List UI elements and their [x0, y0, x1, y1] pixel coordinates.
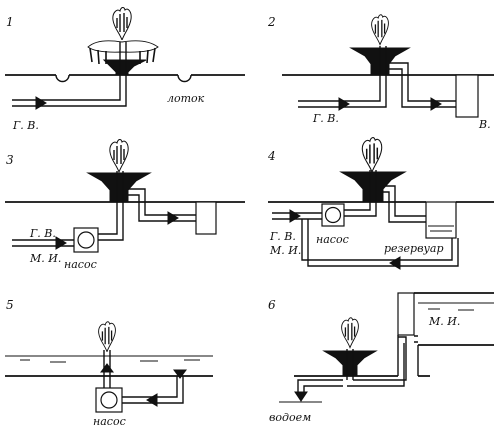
trough-right [177, 74, 192, 83]
flow-arrow-icon [294, 391, 308, 402]
fountain-bowl [339, 171, 407, 203]
return-pipe [301, 219, 459, 267]
panel-3-number: 3 [6, 153, 14, 167]
intake-pipe [122, 376, 184, 404]
water-jet-icon [370, 14, 390, 46]
flow-arrow-icon [146, 393, 158, 407]
gate-shaft [397, 292, 415, 336]
label-gv: Г. В. [269, 230, 296, 243]
drain-pipe [297, 379, 343, 394]
panel-6-number: 6 [268, 298, 276, 312]
reservoir-water [428, 225, 454, 232]
label-gv: Г. В. [29, 227, 56, 240]
embankment [397, 335, 419, 376]
flow-arrow-icon [35, 96, 47, 110]
jet-riser [346, 349, 354, 380]
panel-5-number: 5 [6, 298, 14, 312]
label-mi: М. И. [269, 244, 301, 257]
panel-2: 2 Г. В. В. [267, 14, 494, 131]
water-curtain [89, 47, 156, 65]
upper-pond-banks [414, 292, 494, 346]
panel-4: 4 Г. В. М. И. насос резервуар [267, 136, 494, 270]
drain-pipe [389, 62, 456, 108]
reservoir [425, 201, 457, 239]
water-jet-icon [112, 6, 132, 40]
upper-pond-water [418, 302, 494, 311]
panel-2-number: 2 [267, 15, 276, 29]
supply-pipe [347, 336, 407, 387]
water-surface [5, 355, 213, 363]
drain-pipe [383, 185, 426, 223]
label-gv: Г. В. [312, 112, 339, 125]
pump-icon [77, 231, 95, 249]
drain-well [195, 201, 217, 235]
label-reservoir: резервуар [384, 242, 444, 255]
label-mi: М. И. [428, 315, 460, 328]
flow-arrow-icon [338, 97, 350, 111]
inlet-pipe [272, 212, 322, 220]
water-jet-icon [361, 136, 383, 172]
fountain-spray-bowl [87, 40, 159, 53]
label-trough: лоток [167, 92, 205, 105]
panel-1: 1 Г. В. лоток [5, 6, 245, 132]
fountain-bowl [86, 172, 152, 203]
gate-outlet [414, 335, 418, 343]
pump-icon [324, 206, 342, 224]
flow-arrow-icon [389, 256, 401, 270]
panel-3: 3 Г. В. М. И. насос [5, 138, 245, 271]
panel-5: 5 насос [5, 298, 213, 428]
flow-arrow-icon [289, 209, 301, 223]
water-jet-icon [109, 138, 129, 173]
drain-well [455, 74, 479, 118]
label-pump: насос [93, 415, 126, 428]
label-pond: водоем [269, 411, 311, 424]
fountain-bowl [102, 59, 147, 76]
label-gv: Г. В. [12, 119, 39, 132]
flow-arrow-icon [167, 211, 179, 225]
water-jet-icon [97, 321, 117, 352]
panel-1-number: 1 [6, 15, 14, 29]
intake-arrow-icon [173, 369, 187, 379]
flow-arrow-icon [55, 236, 67, 250]
supply-pipe [12, 42, 127, 107]
water-jet-icon [340, 317, 360, 349]
flow-arrow-icon [430, 97, 442, 111]
label-mi: М. И. [29, 252, 61, 265]
pump-icon [100, 391, 118, 409]
inlet-pipe [12, 239, 74, 247]
trough-left [55, 74, 70, 83]
supply-pipe [344, 170, 377, 217]
label-pump: насос [316, 233, 349, 246]
flow-arrow-icon [100, 363, 114, 373]
panel-4-number: 4 [267, 149, 276, 163]
supply-pipe [298, 46, 387, 108]
label-v: В. [478, 118, 491, 131]
fountain-bowl [322, 350, 378, 377]
panel-6: 6 М. И. водоем [268, 292, 494, 424]
label-pump: насос [64, 258, 97, 271]
drain-pipe [128, 188, 196, 222]
supply-pipe [98, 171, 124, 241]
